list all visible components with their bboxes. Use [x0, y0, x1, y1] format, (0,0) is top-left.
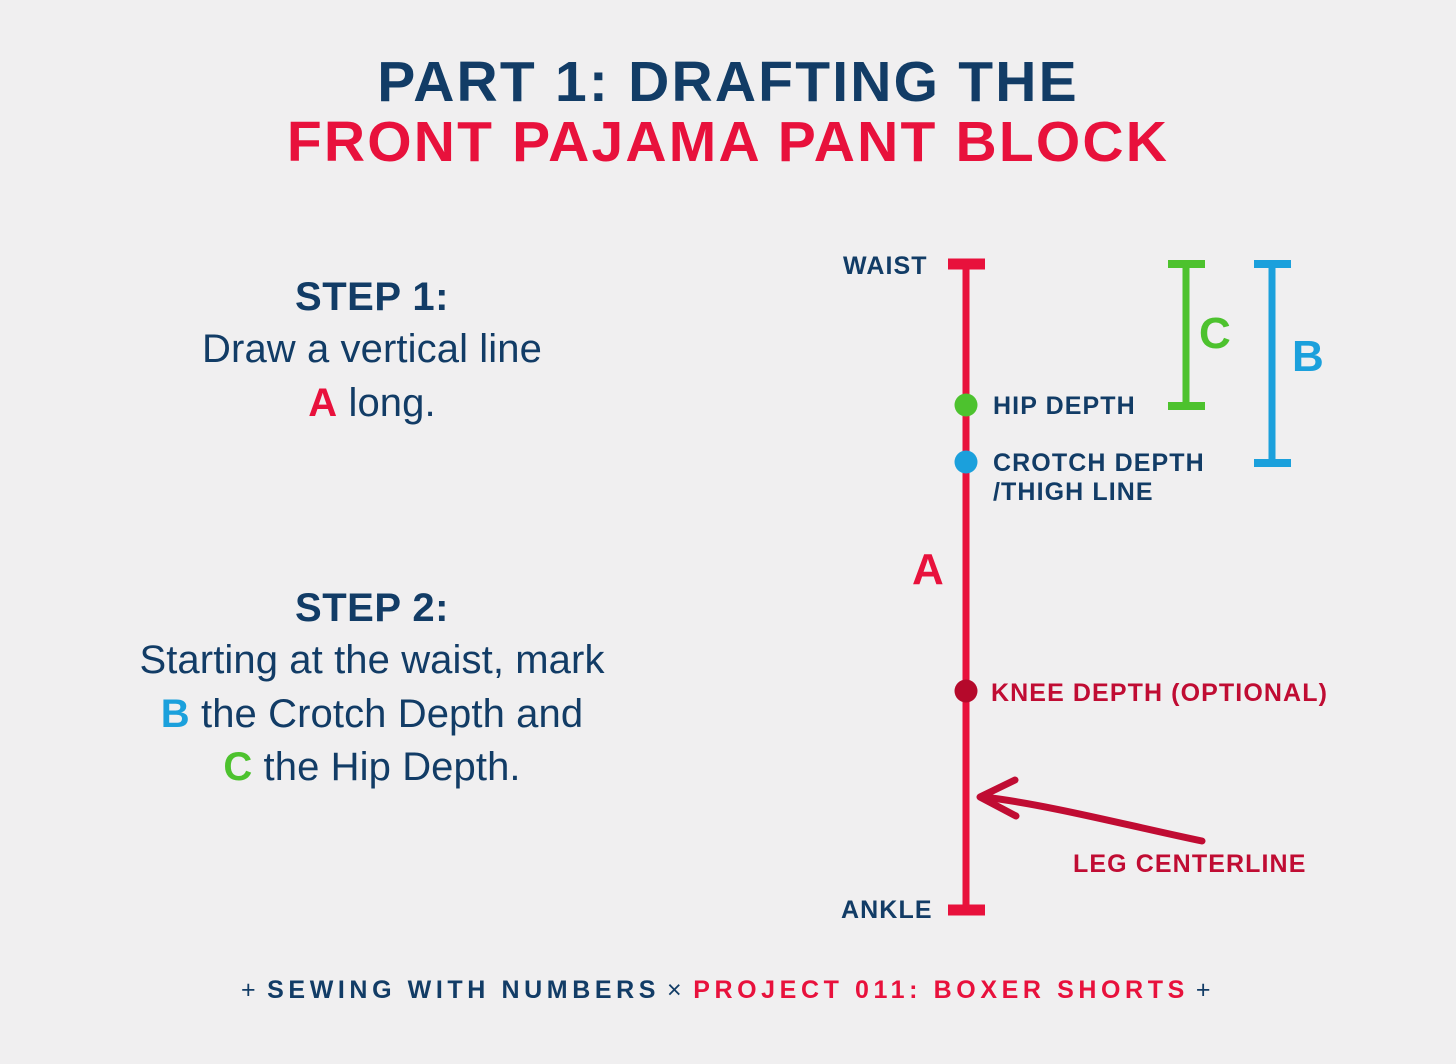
footer-separator-icon: × [667, 976, 687, 1004]
step-2-highlight-c: C [223, 745, 253, 790]
measure-letter-c: C [1199, 309, 1231, 358]
step-2-line-2-wrap: B the Crotch Depth and [22, 688, 722, 742]
title-line-1: PART 1: DRAFTING THE [377, 50, 1079, 114]
step-2-line-3-wrap: C the Hip Depth. [22, 741, 722, 795]
crotch-depth-label-line-2: /THIGH LINE [993, 478, 1154, 506]
leg-centerline-arrow [976, 776, 1206, 845]
crotch-depth-label: CROTCH DEPTH /THIGH LINE [993, 449, 1205, 507]
crotch-depth-label-line-1: CROTCH DEPTH [993, 449, 1205, 477]
step-1-body: Draw a vertical line [22, 323, 722, 377]
page-title: PART 1: DRAFTING THE FRONT PAJAMA PANT B… [0, 52, 1456, 173]
measure-letter-b: B [1292, 332, 1324, 381]
footer-project: PROJECT 011: BOXER SHORTS [693, 976, 1189, 1004]
step-2-heading: STEP 2: [295, 586, 449, 630]
step-2-highlight-b: B [160, 691, 190, 736]
measure-letter-a: A [912, 545, 944, 594]
knee-depth-dot [954, 679, 978, 703]
footer-brand: SEWING WITH NUMBERS [267, 976, 661, 1004]
footer: + SEWING WITH NUMBERS × PROJECT 011: BOX… [0, 976, 1456, 1005]
waist-label: WAIST [843, 252, 928, 280]
step-2-line-1-wrap: Starting at the waist, mark [22, 634, 722, 688]
hip-depth-label: HIP DEPTH [993, 392, 1136, 420]
ankle-label: ANKLE [841, 896, 933, 924]
plus-left-icon: + [240, 976, 261, 1004]
measure-bracket-c [1168, 260, 1205, 410]
step-1-line-1: Draw a vertical line [202, 327, 542, 372]
leg-centerline-label: LEG CENTERLINE [1073, 850, 1307, 878]
measure-bracket-b [1254, 260, 1291, 467]
step-2-line-1: Starting at the waist, mark [139, 638, 605, 683]
step-2-line-3-tail: the Hip Depth. [252, 745, 521, 790]
step-1-heading: STEP 1: [295, 275, 449, 319]
step-1-highlight-a: A [308, 380, 338, 425]
step-1-body-2: A long. [22, 377, 722, 431]
knee-depth-label: KNEE DEPTH (OPTIONAL) [991, 679, 1328, 707]
step-2-block: STEP 2: Starting at the waist, mark B th… [22, 583, 722, 795]
title-line-2: FRONT PAJAMA PANT BLOCK [286, 110, 1170, 175]
crotch-depth-dot [954, 450, 978, 474]
hip-depth-dot [954, 393, 978, 417]
step-1-line-2-tail: long. [337, 380, 436, 425]
step-2-line-2-tail: the Crotch Depth and [189, 691, 584, 736]
step-1-block: STEP 1: Draw a vertical line A long. [22, 272, 722, 430]
plus-right-icon: + [1195, 976, 1216, 1004]
